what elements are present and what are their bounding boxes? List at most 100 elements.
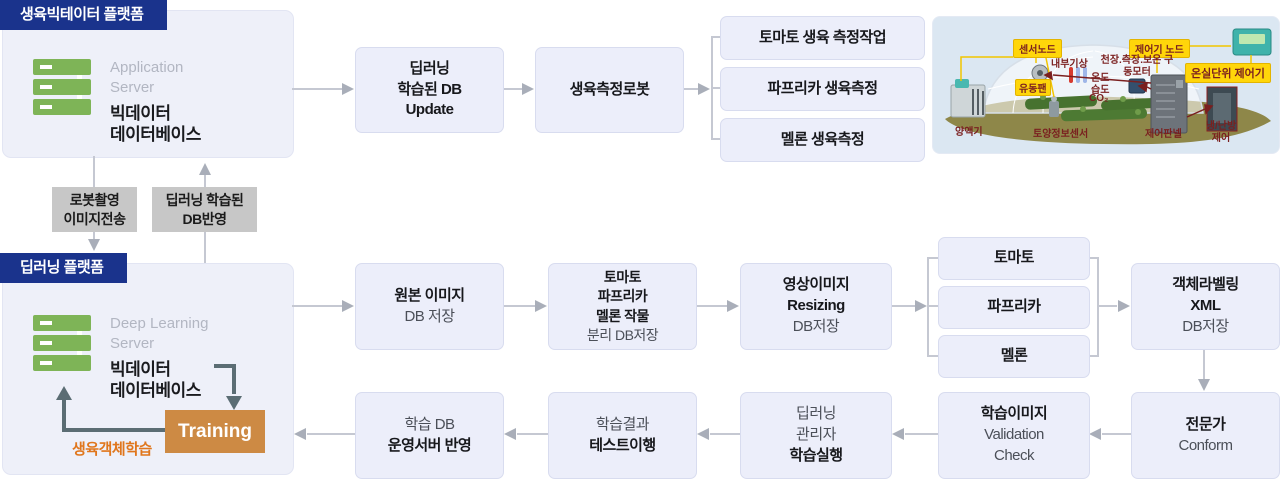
text-line: Check bbox=[993, 446, 1035, 464]
text-line: 토마토 생육 측정작업 bbox=[758, 28, 887, 46]
text-line: 멜론 생육측정 bbox=[780, 130, 865, 148]
crop-box-tomato: 토마토 bbox=[938, 237, 1090, 280]
text-line: 딥러닝 학습된 bbox=[165, 191, 244, 208]
soil-sensor-label: 토양정보센서 bbox=[1033, 129, 1089, 140]
text-line: 토마토 bbox=[603, 268, 642, 285]
co2-label: CO₂ bbox=[1089, 93, 1109, 104]
nutrient-machine-shape bbox=[950, 79, 986, 118]
control-cabinet-shape bbox=[1150, 74, 1188, 134]
server-name-line: 빅데이터 bbox=[110, 103, 171, 123]
text-line: 분리 DB저장 bbox=[586, 326, 659, 343]
text-line: 테스트이행 bbox=[589, 436, 656, 454]
text-line: 토마토 bbox=[994, 249, 1034, 267]
chip-dl-db-apply: 딥러닝 학습된 DB반영 bbox=[152, 187, 257, 232]
server-role-label: Application Server bbox=[110, 58, 201, 98]
text-line: XML bbox=[1190, 297, 1221, 315]
hvac-shape bbox=[1206, 86, 1238, 132]
nutrient-machine-label: 양액기 bbox=[955, 127, 983, 138]
text-line: 객체라벨링 bbox=[1172, 276, 1239, 294]
flow-box-original-image-db: 원본 이미지 DB 저장 bbox=[355, 263, 504, 350]
text-line: DB 저장 bbox=[404, 307, 455, 325]
server-icon bbox=[33, 315, 91, 371]
badge-deeplearning-platform: 딥러닝 플랫폼 bbox=[0, 253, 128, 283]
flow-box-melon-growth: 멜론 생육측정 bbox=[720, 118, 925, 162]
control-arrow-lines bbox=[1043, 70, 1214, 118]
text-line: 영상이미지 bbox=[782, 276, 850, 294]
text-line: Validation bbox=[984, 426, 1044, 444]
server-role-line: Application bbox=[110, 59, 184, 76]
text-line: 전문가 bbox=[1185, 415, 1226, 433]
text-line: Resizing bbox=[787, 297, 845, 315]
deeplearning-server-block: Deep Learning Server 빅데이터 데이터베이스 bbox=[33, 314, 208, 402]
humidity-label: 습도 bbox=[1091, 85, 1110, 96]
badge-bigdata-platform: 생육빅테이터 플랫폼 bbox=[0, 0, 168, 30]
server-role-line: Server bbox=[110, 78, 155, 96]
text-line: 학습결과 bbox=[595, 415, 650, 433]
flow-box-tomato-growth-task: 토마토 생육 측정작업 bbox=[720, 16, 925, 60]
flow-box-paprika-growth: 파프리카 생육측정 bbox=[720, 67, 925, 111]
text-line: 딥러닝 bbox=[796, 405, 836, 423]
flow-box-apply-operation-server: 학습 DB 운영서버 반영 bbox=[355, 392, 504, 479]
text-line: 파프리카 bbox=[597, 288, 648, 305]
text-line: 딥러닝 bbox=[409, 59, 450, 77]
drive-motor-label: 천장.측장.보온 구동모터 bbox=[1100, 55, 1174, 78]
text-line: 학습이미지 bbox=[980, 405, 1048, 423]
flow-box-growth-robot: 생육측정로봇 bbox=[535, 47, 684, 133]
bigdata-server-block: Application Server 빅데이터 데이터베이스 bbox=[33, 58, 201, 146]
flow-box-labeling-xml-db: 객체라벨링 XML DB저장 bbox=[1131, 263, 1280, 350]
text-line: 학습된 DB bbox=[397, 80, 462, 98]
text-line: 학습실행 bbox=[789, 446, 843, 464]
soil-sensor-shape bbox=[1049, 96, 1059, 117]
fan-label: 유동팬 bbox=[1015, 79, 1051, 96]
text-line: 로봇촬영 bbox=[69, 191, 120, 208]
text-line: 파프리카 생육측정 bbox=[767, 79, 878, 97]
server-name-label: 빅데이터 데이터베이스 bbox=[110, 359, 208, 403]
hvac-control-label: 냉/난방 제어 bbox=[1205, 121, 1237, 144]
text-line: 관리자 bbox=[796, 426, 836, 444]
text-line: 운영서버 반영 bbox=[387, 436, 472, 454]
crop-box-paprika: 파프리카 bbox=[938, 286, 1090, 329]
unit-controller-label: 온실단위 제어기 bbox=[1185, 63, 1271, 83]
crop-box-melon: 멜론 bbox=[938, 335, 1090, 378]
text-line: DB반영 bbox=[182, 210, 227, 227]
server-name-line: 데이터베이스 bbox=[110, 125, 201, 145]
text-line: Conform bbox=[1178, 436, 1233, 454]
internal-weather-label: 내부기상 bbox=[1051, 59, 1088, 70]
text-line: 멜론 bbox=[1000, 347, 1028, 365]
training-caption: 생육객체학습 bbox=[72, 441, 152, 458]
text-line: 생육측정로봇 bbox=[569, 80, 650, 98]
text-line: DB저장 bbox=[1182, 317, 1229, 335]
text-line: 학습 DB bbox=[404, 415, 455, 433]
text-line: 원본 이미지 bbox=[394, 286, 465, 304]
control-panel-label: 제어판넬 bbox=[1145, 129, 1182, 140]
server-name-line: 빅데이터 bbox=[110, 359, 171, 379]
plant-rows bbox=[1025, 94, 1167, 122]
text-line: 이미지전송 bbox=[63, 210, 126, 227]
text-line: 파프리카 bbox=[987, 298, 1041, 316]
text-line: DB저장 bbox=[792, 317, 840, 335]
temperature-label: 온도 bbox=[1091, 73, 1110, 84]
server-icon bbox=[33, 59, 91, 115]
server-name-label: 빅데이터 데이터베이스 bbox=[110, 103, 201, 147]
sensor-node-label: 센서노드 bbox=[1013, 39, 1062, 58]
server-role-line: Deep Learning bbox=[110, 315, 209, 332]
training-box: Training bbox=[165, 410, 265, 453]
text-line: Update bbox=[405, 101, 454, 119]
server-name-line: 데이터베이스 bbox=[110, 381, 201, 401]
thermometer-icons bbox=[1069, 67, 1087, 83]
server-role-line: Server bbox=[110, 334, 155, 352]
unit-controller-device bbox=[1232, 28, 1272, 56]
controller-node-label: 제어기 노드 bbox=[1129, 39, 1190, 58]
text-line: 멜론 작물 bbox=[596, 307, 649, 324]
fan-shape bbox=[1031, 64, 1049, 82]
flow-box-expert-conform: 전문가 Conform bbox=[1131, 392, 1280, 479]
greenhouse-scene bbox=[945, 28, 1272, 145]
